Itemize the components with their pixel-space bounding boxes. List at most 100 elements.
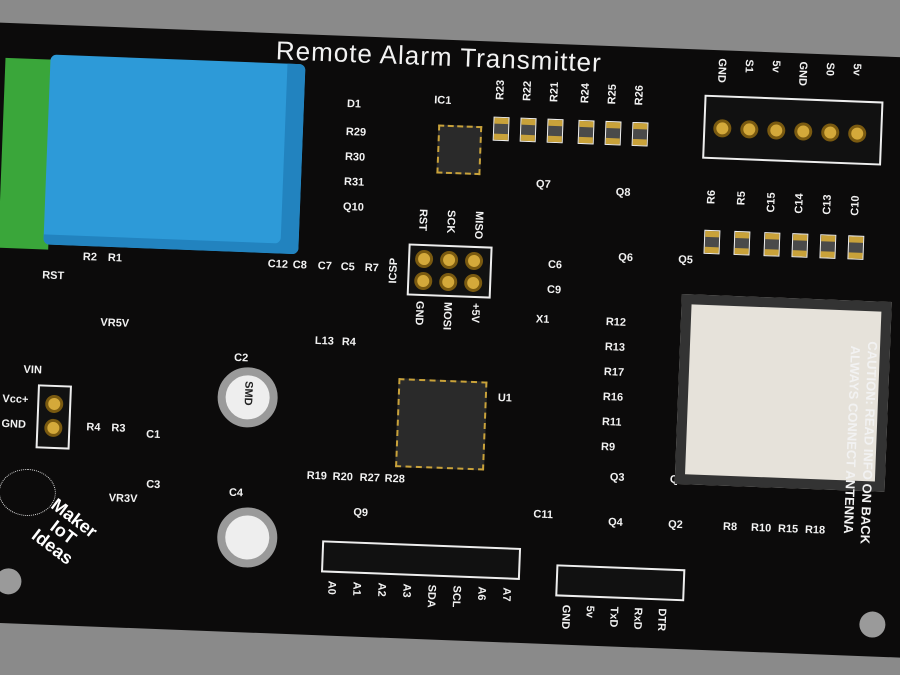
label: Q5 — [678, 253, 694, 267]
label: GND — [796, 61, 809, 87]
label: R7 — [364, 261, 379, 275]
label: R26 — [633, 84, 646, 106]
label: R31 — [343, 175, 365, 189]
label: RxD — [631, 607, 644, 630]
label: DTR — [654, 608, 668, 632]
mounting-hole — [858, 611, 886, 639]
label: Q2 — [667, 518, 683, 532]
label: Q7 — [535, 178, 551, 191]
label: C10 — [849, 195, 862, 216]
label: R19 — [306, 469, 328, 483]
label: A0 — [325, 580, 338, 596]
label: R16 — [602, 391, 624, 404]
label: Vcc+ — [2, 392, 29, 406]
label: Q8 — [615, 186, 631, 199]
vin-label: VIN — [23, 363, 43, 377]
label: C15 — [765, 192, 778, 213]
label: X1 — [535, 313, 550, 326]
ic1-chip — [436, 124, 483, 176]
label: +5V — [468, 302, 482, 324]
analog-pin-header — [320, 540, 522, 580]
label: MOSI — [440, 301, 454, 331]
label: RST — [416, 208, 430, 232]
label: VR5V — [100, 316, 130, 330]
vin-connector — [35, 384, 72, 450]
label: GND — [1, 417, 27, 431]
label: R12 — [605, 316, 627, 329]
label: S0 — [823, 62, 836, 77]
label: R4 — [86, 421, 101, 434]
cap-marking: SMD — [241, 380, 255, 406]
label: 5v — [583, 605, 596, 619]
board-title: Remote Alarm Transmitter — [275, 35, 603, 78]
serial-pin-header — [555, 564, 686, 602]
label: R2 — [82, 250, 98, 264]
label: C5 — [340, 260, 356, 274]
label: C13 — [821, 194, 834, 215]
analog-header-labels: A0 A1 A2 A3 SDA SCL A6 A7 — [325, 580, 513, 611]
label: R6 — [705, 189, 718, 205]
label: R25 — [606, 83, 619, 105]
label: C4 — [228, 486, 244, 500]
label: R18 — [804, 523, 826, 537]
capacitor-c4 — [216, 506, 279, 569]
label: R24 — [579, 82, 592, 104]
relay — [43, 54, 306, 255]
label: R23 — [494, 79, 508, 101]
label: Q3 — [609, 471, 625, 484]
label: Q6 — [618, 251, 634, 265]
mounting-hole — [0, 567, 22, 595]
label: C12 — [267, 258, 289, 271]
label: S1 — [742, 59, 755, 74]
label: Q4 — [607, 516, 624, 529]
label: R10 — [750, 521, 772, 535]
label: GND — [412, 300, 426, 326]
label: SCK — [444, 209, 457, 234]
label: C14 — [793, 193, 806, 214]
label: R5 — [735, 190, 748, 206]
label: Q9 — [353, 506, 369, 520]
label: R15 — [777, 522, 799, 536]
label: R29 — [345, 125, 367, 139]
icsp-header — [406, 243, 493, 299]
label: IC1 — [433, 94, 452, 107]
label: SCL — [449, 585, 463, 608]
label: RST — [41, 269, 65, 283]
label: C7 — [317, 259, 333, 273]
label: C9 — [546, 283, 562, 297]
label: 5v — [769, 60, 782, 73]
pcb-board: Remote Alarm Transmitter GND S1 5v GND S… — [0, 22, 900, 658]
label: C11 — [533, 508, 554, 522]
label: R28 — [384, 472, 406, 486]
label: C2 — [233, 351, 249, 365]
label: R9 — [600, 440, 616, 454]
label: C1 — [145, 428, 161, 442]
label: R1 — [107, 251, 123, 265]
label: SDA — [424, 584, 438, 609]
label: L13 — [314, 334, 335, 348]
label: R3 — [111, 422, 126, 435]
serial-header-labels: GND 5v TxD RxD DTR — [559, 605, 668, 634]
label: VR3V — [108, 492, 138, 506]
label: A6 — [475, 586, 488, 601]
label: MISO — [471, 210, 485, 240]
label: 5v — [850, 63, 863, 76]
label: R22 — [521, 80, 535, 102]
label: D1 — [346, 97, 362, 111]
label: Q10 — [342, 200, 365, 214]
label: A3 — [400, 583, 413, 598]
label: C6 — [547, 258, 563, 272]
label: R27 — [359, 471, 381, 485]
label: TxD — [607, 606, 620, 628]
label: U1 — [497, 391, 513, 405]
label: R20 — [332, 470, 354, 484]
label: R13 — [604, 341, 626, 354]
label: R21 — [548, 81, 561, 103]
label: A7 — [500, 587, 513, 602]
top-pin-header — [702, 94, 884, 166]
label: R4 — [341, 335, 357, 349]
label: R30 — [344, 150, 366, 164]
label: GND — [715, 58, 729, 83]
label: C3 — [145, 478, 161, 492]
label: R11 — [601, 415, 622, 429]
